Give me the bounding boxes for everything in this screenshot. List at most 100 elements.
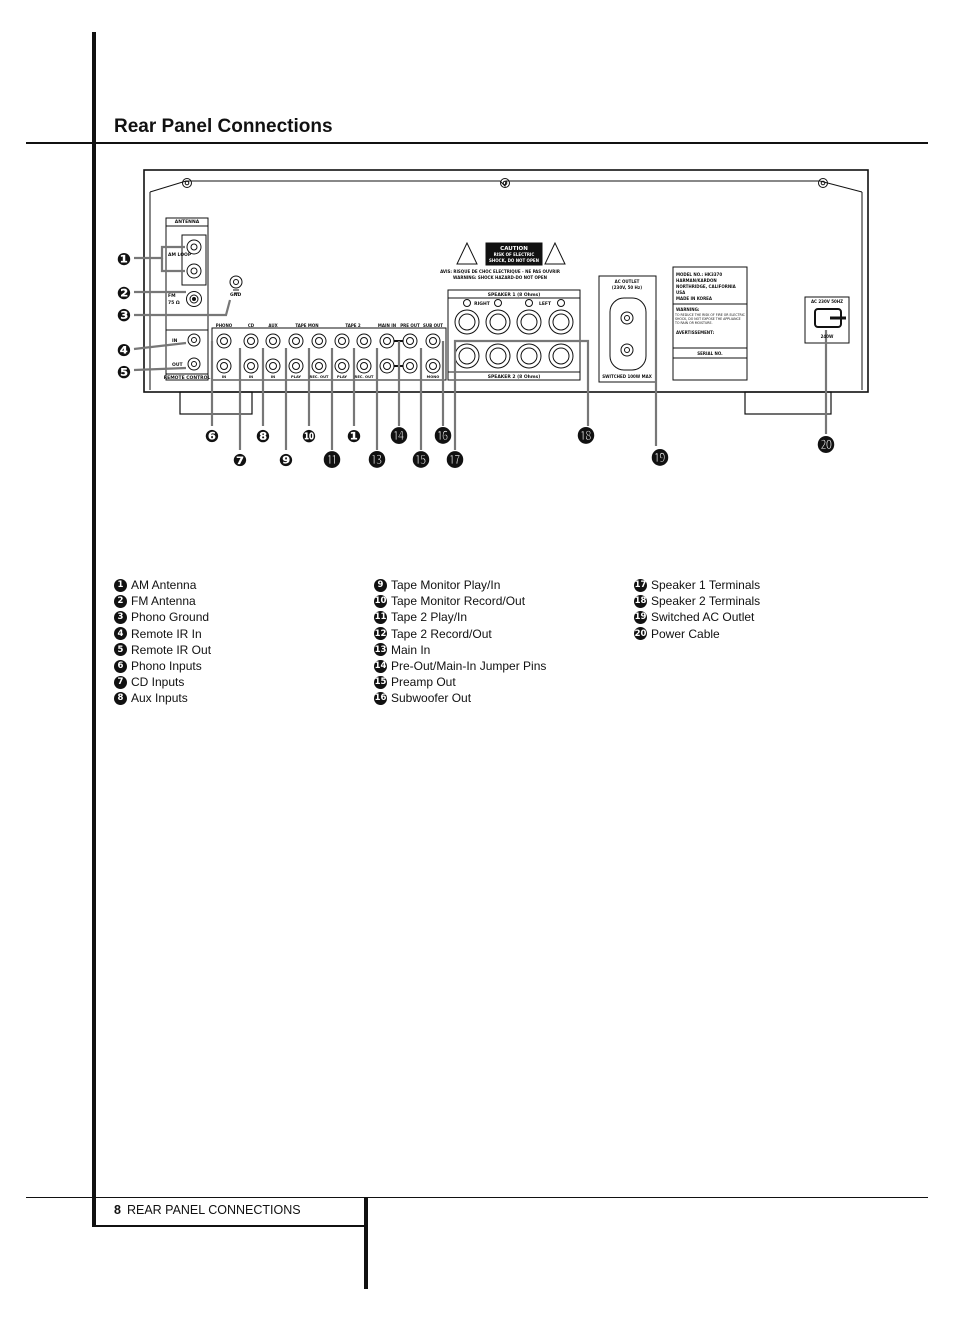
group-label: CD [248, 323, 255, 328]
power-watts: 240W [821, 334, 834, 339]
screw [500, 178, 510, 188]
svg-text:MONO: MONO [427, 375, 440, 379]
svg-text:IN: IN [271, 375, 275, 379]
number-badge: 6 [114, 659, 127, 673]
model-line: HARMAN/KARDON [676, 278, 717, 283]
callout-18: ⓲ [578, 426, 595, 447]
svg-text:PLAY: PLAY [337, 375, 347, 379]
footer-divider-rule [364, 1197, 368, 1289]
number-badge: 17 [634, 578, 647, 592]
jack-labels: IN IN IN PLAY REC. OUT PLAY REC. OUT MON… [222, 375, 440, 379]
number-badge: 8 [114, 691, 127, 705]
number-badge: 3 [114, 610, 127, 624]
callout-4: ❹ [117, 341, 131, 361]
group-label: PHONO [216, 323, 233, 328]
model-line: NORTHRIDGE, CALIFORNIA [676, 284, 737, 289]
number-badge: 10 [374, 594, 387, 608]
callout-7: ❼ [233, 451, 247, 471]
svg-text:REC. OUT: REC. OUT [355, 375, 374, 379]
model-line: MODEL NO.: HK3370 [676, 272, 722, 277]
callout-1: ❶ [117, 250, 131, 270]
number-badge: 14 [374, 659, 387, 673]
warning-line: WARNING: SHOCK HAZARD-DO NOT OPEN [453, 275, 547, 280]
number-badge: 1 [114, 578, 127, 592]
left-label: LEFT [539, 301, 552, 307]
callout-19: ⓳ [652, 448, 669, 469]
page-title: Rear Panel Connections [114, 116, 333, 137]
callout-6: ❻ [205, 427, 219, 447]
group-label: MAIN IN [378, 323, 396, 328]
caution-line2: SHOCK, DO NOT OPEN [489, 258, 539, 263]
svg-text:REC. OUT: REC. OUT [310, 375, 329, 379]
rca-jack-row-bottom [216, 358, 441, 374]
left-vertical-rule [92, 32, 96, 1227]
group-label: SUB OUT [423, 323, 443, 328]
number-badge: 19 [634, 610, 647, 624]
power-rating: AC 230V 50HZ [811, 299, 843, 304]
remote-out-label: OUT [172, 362, 183, 368]
number-badge: 2 [114, 594, 127, 608]
callout-14: ⓮ [391, 426, 408, 447]
ac-outlet-rating: (230V, 50 Hz) [612, 285, 642, 290]
number-badge: 15 [374, 675, 387, 689]
callout-12: ❶ [347, 427, 361, 447]
left-foot [179, 391, 253, 415]
am-loop-label: AM LOOP [168, 252, 192, 258]
callout-8: ❽ [256, 427, 270, 447]
antenna-block [165, 217, 209, 381]
model-line: MADE IN KOREA [676, 296, 713, 301]
rca-jack-row-top [216, 333, 441, 349]
rear-panel-diagram: ANTENNA AM LOOP FM 75 Ω GND IN OUT REMOT… [117, 169, 869, 471]
speaker2-label: SPEAKER 2 (8 Ohms) [488, 374, 541, 380]
caution-line1: RISK OF ELECTRIC [494, 252, 535, 257]
callout-16: ⓰ [435, 426, 452, 447]
footer-rule [26, 1197, 928, 1198]
chassis-outline [143, 169, 869, 393]
callout-11: ⓫ [324, 450, 341, 471]
callout-10: ❿ [302, 427, 316, 447]
gnd-label: GND [230, 292, 241, 298]
svg-text:IN: IN [249, 375, 253, 379]
svg-text:IN: IN [222, 375, 226, 379]
header-rule [26, 142, 928, 144]
model-line: USA [676, 290, 686, 295]
speaker-terminal-block [447, 289, 581, 381]
number-badge: 5 [114, 643, 127, 657]
right-foot [744, 391, 832, 415]
antenna-label: ANTENNA [175, 219, 200, 225]
svg-text:PLAY: PLAY [291, 375, 301, 379]
number-badge: 9 [374, 578, 387, 592]
chassis-top-bevel [149, 180, 863, 193]
remote-control-label: REMOTE CONTROL [164, 375, 211, 381]
input-group-labels: PHONO CD AUX TAPE MON TAPE 2 MAIN IN PRE… [216, 323, 443, 328]
callout-17: ⓱ [447, 450, 464, 471]
number-badge: 7 [114, 675, 127, 689]
ac-outlet-title: AC OUTLET [615, 279, 640, 284]
group-label: AUX [268, 323, 277, 328]
page-number: 8 [114, 1203, 121, 1217]
callout-5: ❺ [117, 363, 131, 383]
screw [182, 178, 192, 188]
number-badge: 16 [374, 691, 387, 705]
avertissement-title: AVERTISSEMENT: [676, 330, 715, 335]
avis-line: AVIS: RISQUE DE CHOC ELECTRIQUE - NE PAS… [440, 269, 560, 274]
fm-label: FM [168, 293, 176, 299]
caution-title: CAUTION [500, 246, 528, 252]
